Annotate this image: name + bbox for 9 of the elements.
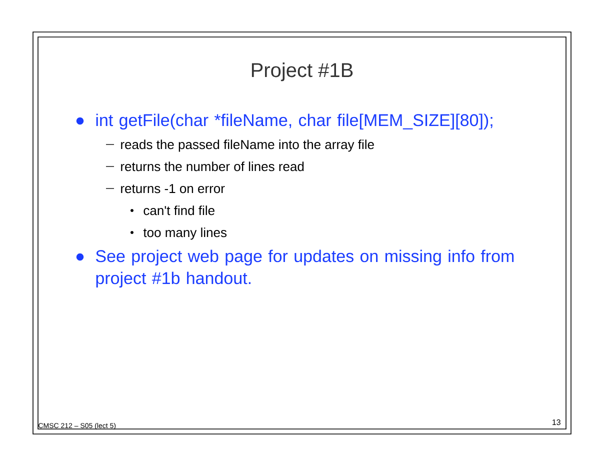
bullet-text: too many lines <box>143 228 227 240</box>
bullet-text: returns -1 on error <box>121 184 225 194</box>
bullet-text: reads the passed fileName into the array file <box>121 140 374 152</box>
bullet-text: can't find file <box>144 206 214 216</box>
slide-title: Project #1B <box>252 62 353 82</box>
bullet-text: returns the number of lines read <box>121 162 304 172</box>
page-number: 13 <box>552 419 560 426</box>
bullet-text: See project web page for updates on missing info from project #1b handout. <box>96 250 514 288</box>
bullet-text: int getFile(char *fileName, char file[MEM_SIZE][80]); <box>96 114 492 130</box>
